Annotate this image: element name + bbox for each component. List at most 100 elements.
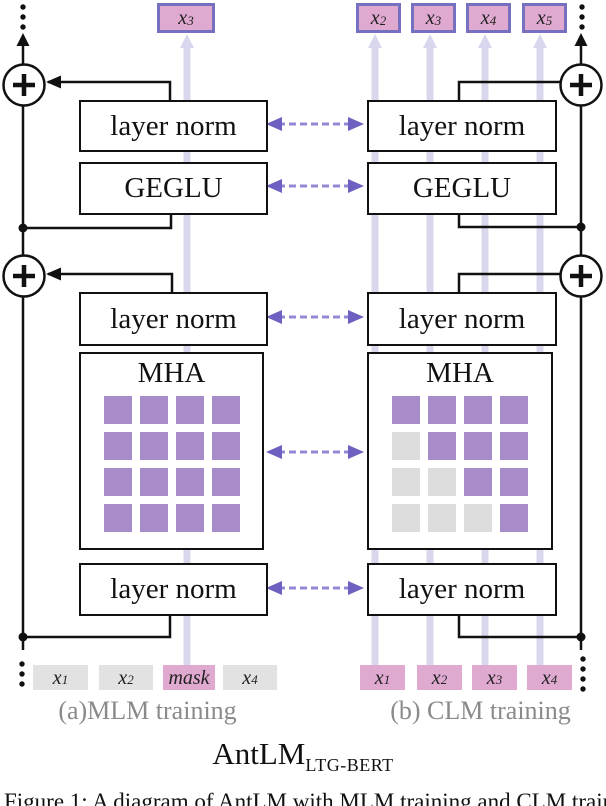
- token-var: x: [118, 666, 128, 689]
- equivalence-arrows: [266, 117, 364, 595]
- token-var: x: [486, 666, 496, 689]
- attention-cell-active: [500, 396, 528, 424]
- attention-cell-active: [140, 432, 168, 460]
- attention-cell-active: [140, 468, 168, 496]
- title-subscript: LTG-BERT: [305, 755, 394, 775]
- left-geglu: GEGLU: [79, 162, 268, 215]
- right-geglu: GEGLU: [367, 162, 557, 215]
- token-var: x: [242, 666, 252, 689]
- token-var: x: [536, 7, 546, 29]
- right-arrowheads: [574, 33, 588, 642]
- right-attention-matrix: [392, 396, 528, 532]
- token-sub: 1: [383, 672, 391, 687]
- attention-cell-inactive: [392, 504, 420, 532]
- double-arrow-heads: [266, 117, 364, 595]
- attention-cell-active: [140, 396, 168, 424]
- token-var: x: [178, 7, 188, 29]
- token-sub: 4: [489, 12, 497, 28]
- left-input-token-mask: mask: [163, 665, 215, 690]
- left-mha-label: MHA: [137, 357, 206, 389]
- attention-cell-active: [176, 504, 204, 532]
- token-sub: 3: [187, 12, 194, 28]
- caption-mlm: (a)MLM training: [58, 696, 237, 725]
- right-layernorm-bottom: layer norm: [367, 563, 557, 616]
- ellipsis-dots: [19, 4, 586, 692]
- attention-cell-active: [176, 396, 204, 424]
- right-residual-wiring: [457, 42, 583, 650]
- token-var: mask: [168, 666, 210, 689]
- token-sub: 2: [440, 672, 448, 687]
- attention-cell-active: [176, 432, 204, 460]
- right-add-icon-top: [559, 63, 603, 107]
- figure-title: AntLMLTG-BERT: [0, 736, 606, 775]
- token-var: x: [52, 666, 62, 689]
- attention-cell-inactive: [392, 432, 420, 460]
- left-layernorm-bottom: layer norm: [79, 563, 268, 616]
- attention-cell-active: [500, 432, 528, 460]
- token-var: x: [370, 7, 380, 29]
- junction-dot: [576, 222, 586, 232]
- attention-cell-active: [104, 396, 132, 424]
- left-attention-matrix: [104, 396, 240, 532]
- attention-cell-active: [428, 396, 456, 424]
- token-sub: 4: [251, 672, 258, 687]
- left-add-icon-bottom: [2, 254, 46, 298]
- attention-cell-active: [392, 396, 420, 424]
- token-var: x: [425, 7, 435, 29]
- junction-dot: [576, 632, 586, 642]
- attention-cell-active: [212, 396, 240, 424]
- attention-cell-inactive: [428, 468, 456, 496]
- token-sub: 2: [379, 12, 387, 28]
- attention-cell-active: [464, 432, 492, 460]
- left-layernorm-mid: layer norm: [79, 292, 268, 346]
- caption-clm: (b) CLM training: [390, 696, 571, 725]
- attention-cell-active: [212, 432, 240, 460]
- attention-cell-active: [176, 468, 204, 496]
- right-add-icon-bottom: [559, 254, 603, 298]
- right-layernorm-mid: layer norm: [367, 292, 557, 346]
- attention-cell-active: [464, 396, 492, 424]
- attention-cell-inactive: [464, 504, 492, 532]
- token-var: x: [431, 666, 441, 689]
- token-sub: 3: [495, 672, 503, 687]
- junction-dot: [18, 223, 28, 233]
- attention-cell-active: [212, 504, 240, 532]
- figure-caption-clipped: Figure 1: A diagram of AntLM with MLM tr…: [4, 789, 606, 806]
- right-layernorm-top: layer norm: [367, 100, 557, 152]
- token-var: x: [541, 666, 551, 689]
- attention-cell-active: [104, 504, 132, 532]
- left-arrowheads: [16, 33, 61, 642]
- token-var: x: [374, 666, 384, 689]
- attention-cell-active: [212, 468, 240, 496]
- token-sub: 2: [127, 672, 134, 687]
- attention-cell-active: [500, 504, 528, 532]
- attention-cell-active: [104, 468, 132, 496]
- attention-cell-active: [104, 432, 132, 460]
- token-var: x: [480, 7, 490, 29]
- token-sub: 4: [550, 672, 558, 687]
- attention-cell-inactive: [428, 504, 456, 532]
- junction-dot: [18, 632, 28, 642]
- token-sub: 3: [434, 12, 442, 28]
- token-sub: 1: [61, 672, 69, 687]
- attention-cell-active: [464, 468, 492, 496]
- right-mha-label: MHA: [426, 357, 494, 389]
- attention-cell-active: [140, 504, 168, 532]
- attention-cell-active: [500, 468, 528, 496]
- attention-cell-inactive: [392, 468, 420, 496]
- attention-cell-active: [428, 432, 456, 460]
- left-layernorm-top: layer norm: [79, 100, 268, 152]
